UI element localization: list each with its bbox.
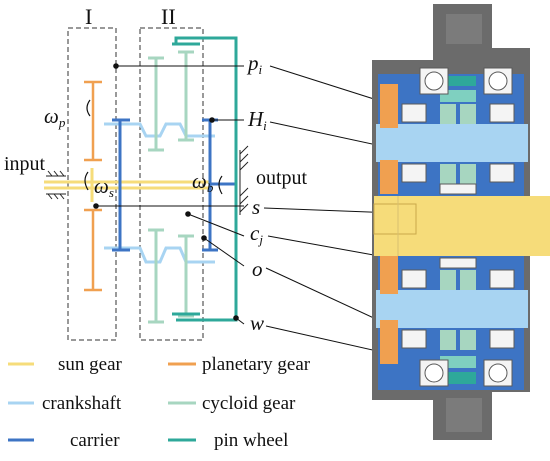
crankshaft-lower-section [376,290,528,328]
legend-label-carrier: carrier [70,430,120,451]
pin-wheel [172,36,238,322]
legend: sun gear planetary gear crankshaft cyclo… [8,354,311,451]
omega-b-label: ωb [192,169,214,195]
callout-c-label: cj [250,221,263,247]
callout-w-label: w [250,311,264,335]
stage-2-label: II [161,4,176,29]
stage-1-box [67,27,117,341]
cycloid-gear-sections [440,104,476,350]
legend-label-crankshaft: crankshaft [42,393,122,414]
input-ground-hatch [46,170,66,200]
callout-h-label: Hi [247,107,267,133]
planetary-gear-upper-section [380,84,398,128]
legend-label-planetary-gear: planetary gear [202,354,311,375]
bearings [401,67,515,387]
kinematic-schematic: I II [4,4,473,375]
callout-o-label: o [252,257,263,281]
sun-gear-shaft-section [374,196,550,256]
rotation-arrows [84,99,223,195]
planetary-gears [84,80,102,292]
legend-label-pin-wheel: pin wheel [214,430,288,451]
crankshaft-upper-section [376,124,528,162]
reducer-cross-section [372,4,550,440]
output-ground-hatch [239,145,249,215]
cycloid-gears [148,50,194,324]
carrier [112,118,236,252]
legend-label-cycloid-gear: cycloid gear [202,393,296,414]
legend-label-sun-gear: sun gear [58,354,123,375]
omega-p-label: ωp [44,104,66,130]
input-label: input [4,153,46,175]
omega-s-label: ωs [94,174,114,200]
planetary-gear-lower-section [380,320,398,364]
sun-gear-shaft [44,168,210,202]
callout-s-label: s [252,195,260,219]
stage-1-label: I [85,4,92,29]
stage-2-box [139,27,204,341]
output-label: output [256,167,308,189]
callout-p-label: pi [246,51,263,77]
